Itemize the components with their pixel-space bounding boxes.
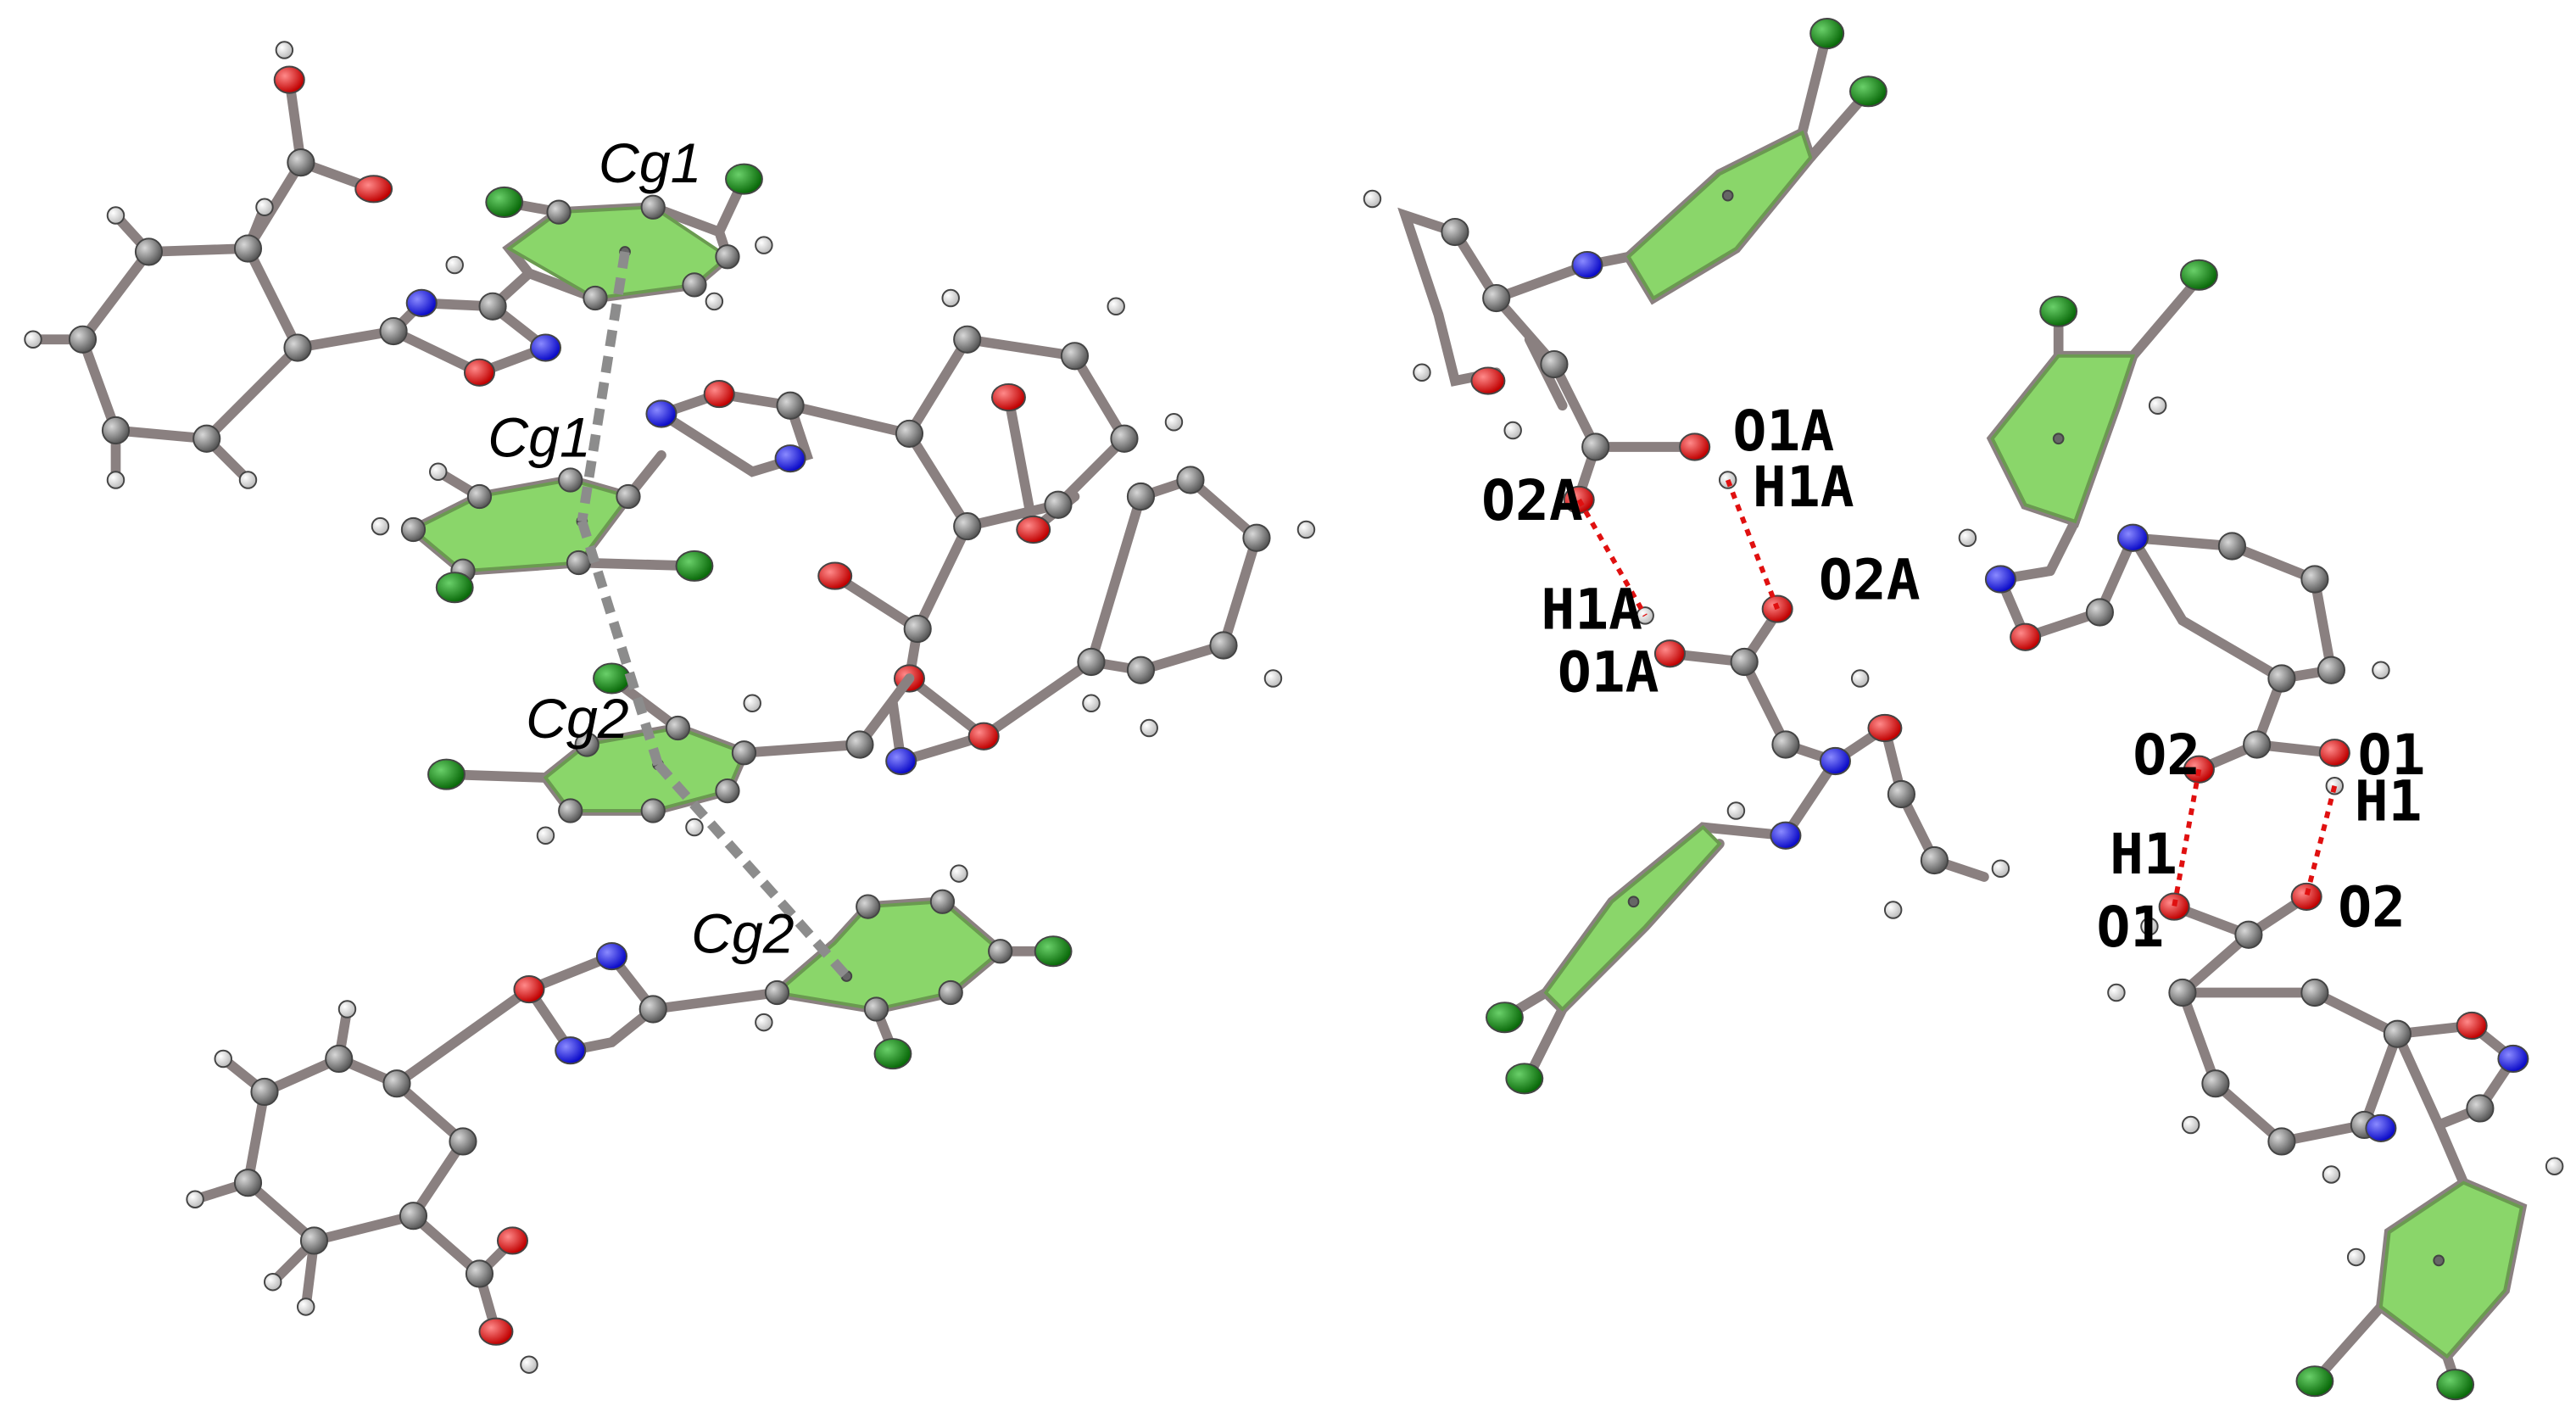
- label-o1-lower: O1: [2097, 894, 2165, 960]
- ring-mid-upper-fill: [1626, 130, 1813, 301]
- cg2-cg2-contact: [654, 761, 850, 979]
- cg1-cg2-contact: [577, 520, 663, 767]
- molecule-right-upper: [1986, 273, 2338, 775]
- left-panel-stacking: Cg1 Cg1 Cg2 Cg2: [24, 41, 1316, 1374]
- label-cg2-mid: Cg2: [526, 688, 629, 751]
- hbonds-o1a: [1576, 478, 1780, 617]
- label-o1a-left: O1A: [1558, 639, 1659, 706]
- atoms-right-lower: [2107, 882, 2564, 1401]
- ring-mid-lower-fill: [1543, 824, 1722, 1012]
- label-o1a-top: O1A: [1733, 398, 1835, 464]
- atoms-bottom: [186, 864, 1073, 1374]
- label-cg2-bottom: Cg2: [691, 903, 795, 966]
- label-h1a-left: H1A: [1541, 577, 1642, 643]
- label-o2-lower: O2: [2338, 873, 2406, 940]
- label-h1-upper: H1: [2355, 768, 2423, 834]
- label-h1a-top: H1A: [1753, 454, 1854, 520]
- right-panel-o1-dimer: O2 O1 H1 H1 O1 O2: [1958, 259, 2564, 1401]
- label-o2a-right: O2A: [1819, 546, 1921, 612]
- label-h1-lower: H1: [2110, 821, 2177, 887]
- hbonds-o1: [2172, 768, 2338, 907]
- pi-stacking-links: [577, 250, 850, 979]
- label-cg1-mid: Cg1: [488, 407, 591, 470]
- label-o2a-left: O2A: [1481, 467, 1583, 533]
- atoms-mid-upper: [1363, 18, 1887, 514]
- atoms-center: [371, 288, 1316, 776]
- atoms-cg2-mid: [427, 662, 874, 845]
- label-o2-upper: O2: [2133, 722, 2200, 788]
- atoms-top-left: [24, 41, 773, 489]
- label-cg1-top: Cg1: [599, 132, 702, 195]
- cg1-cg1-contact: [577, 250, 630, 522]
- label-o1-upper: O1: [2358, 722, 2426, 788]
- ring-right-lower-fill: [2378, 1180, 2523, 1359]
- atoms-right-upper: [1958, 259, 2390, 795]
- middle-panel-o1a-dimer: O1A H1A O2A O2A H1A O1A: [1363, 18, 2010, 1095]
